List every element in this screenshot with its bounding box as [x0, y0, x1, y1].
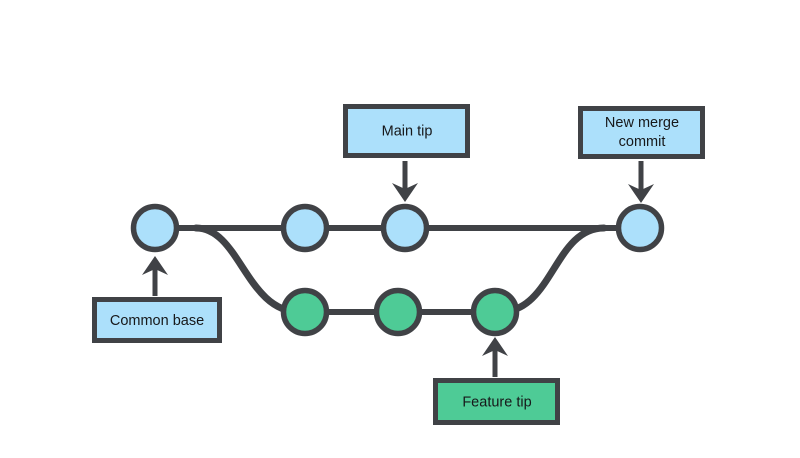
callout-main-tip-label: Main tip [382, 123, 433, 139]
callout-main-tip[interactable]: Main tip [343, 104, 470, 158]
commit-node-main-tip[interactable] [380, 203, 430, 253]
callout-new-merge-commit-label-line1: New merge [605, 115, 679, 131]
commit-node-merge-commit[interactable] [615, 203, 665, 253]
commit-node-common-base[interactable] [130, 203, 180, 253]
callout-new-merge-commit-box [578, 106, 705, 159]
callout-new-merge-commit[interactable]: New merge commit [578, 106, 705, 159]
commit-node-feature-1[interactable] [280, 287, 330, 337]
callout-common-base-label: Common base [110, 313, 204, 329]
arrow-layer [142, 161, 654, 377]
callout-new-merge-commit-label-line2: commit [619, 134, 666, 150]
callout-main-tip-box [343, 104, 470, 158]
commit-node-feature-tip[interactable] [470, 287, 520, 337]
arrow-down-merge-commit [628, 161, 654, 203]
arrow-up-common-base [142, 256, 168, 296]
callout-feature-tip-box [433, 378, 560, 425]
callout-feature-tip-label: Feature tip [462, 394, 531, 410]
arrow-down-main-tip [392, 161, 418, 202]
callout-feature-tip[interactable]: Feature tip [433, 378, 560, 425]
callout-layer: Common base Main tip New merge commit Fe… [92, 104, 705, 425]
callout-common-base-box [92, 297, 222, 343]
callout-common-base[interactable]: Common base [92, 297, 222, 343]
commit-node-layer [130, 203, 665, 337]
arrow-up-feature-tip [482, 337, 508, 377]
commit-node-main-1[interactable] [280, 203, 330, 253]
commit-node-feature-2[interactable] [373, 287, 423, 337]
